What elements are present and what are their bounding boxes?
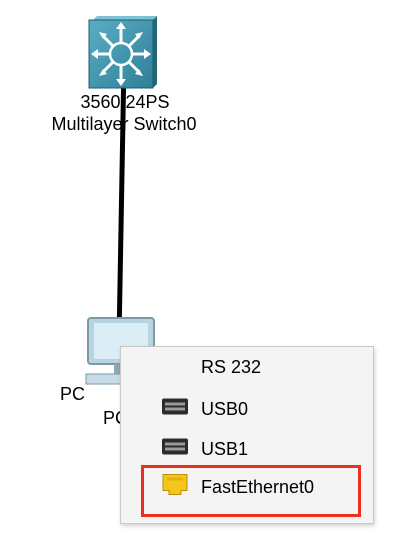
port-label: USB1	[201, 439, 249, 459]
ethernet-port-icon	[161, 471, 189, 504]
switch-name-label: Multilayer Switch0	[51, 114, 197, 134]
multilayer-switch-icon[interactable]	[83, 14, 163, 94]
port-item-rs232[interactable]: RS 232	[121, 349, 373, 385]
usb-port-icon	[161, 438, 189, 461]
port-label: USB0	[201, 399, 249, 419]
port-item-usb0[interactable]: USB0	[121, 391, 373, 427]
port-selection-menu: RS 232 USB0 USB1	[120, 346, 374, 524]
port-item-fastethernet0[interactable]: FastEthernet0	[121, 469, 373, 505]
switch-model-label: 3560 24PS	[80, 92, 170, 112]
usb-port-icon	[161, 398, 189, 421]
selection-highlight	[141, 465, 361, 517]
port-label: RS 232	[201, 357, 262, 377]
port-label: FastEthernet0	[201, 477, 315, 497]
port-item-usb1[interactable]: USB1	[121, 431, 373, 467]
pc-label-line1: PC	[60, 384, 86, 404]
